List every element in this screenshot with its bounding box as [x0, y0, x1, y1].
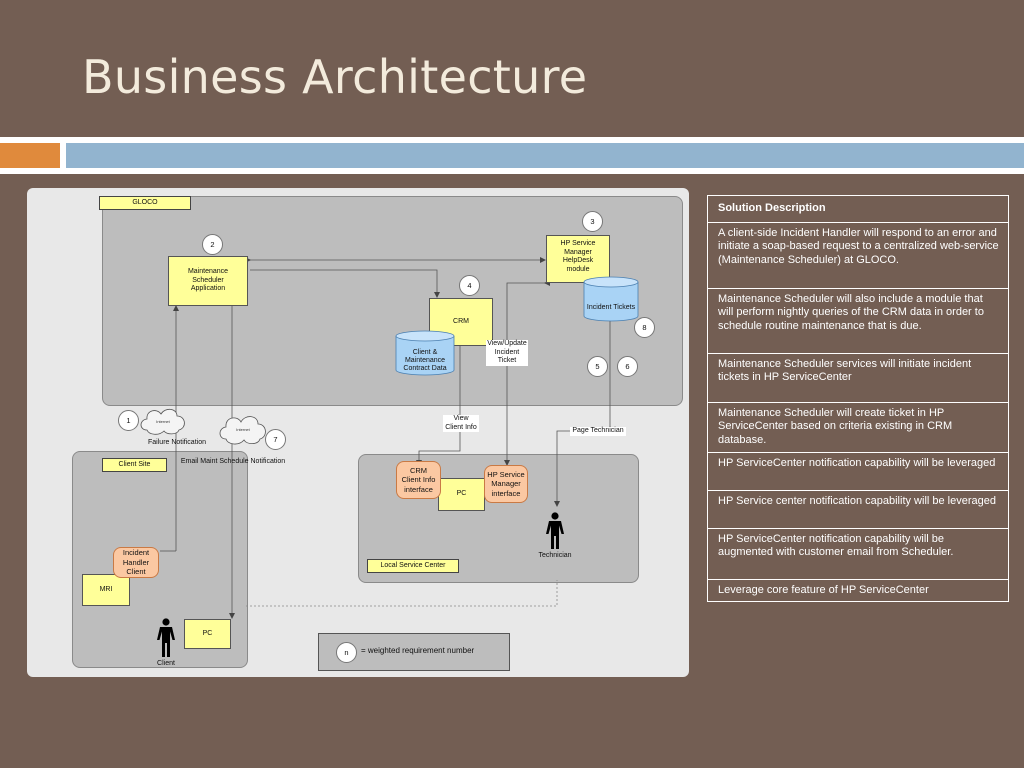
table-row: A client-side Incident Handler will resp… [707, 221, 1009, 289]
technician-icon [546, 512, 564, 549]
table-row: HP ServiceCenter notification capability… [707, 451, 1009, 491]
local-service-center-label: Local Service Center [367, 559, 459, 573]
legend-text: = weighted requirement number [361, 646, 475, 655]
requirement-number-7: 7 [265, 429, 286, 450]
pc-client-node: PC [184, 619, 231, 649]
table-cell: A client-side Incident Handler will resp… [707, 221, 1009, 289]
table-row: HP ServiceCenter notification capability… [707, 527, 1009, 580]
client-label: Client [157, 660, 175, 667]
incident-tickets-db-icon [583, 276, 639, 322]
client-maintenance-db-icon [395, 330, 455, 376]
table-header: Solution Description [707, 195, 1009, 223]
table-cell: HP Service center notification capabilit… [707, 489, 1009, 529]
gloco-label: GLOCO [99, 196, 191, 210]
solution-description-table: Solution Description A client-side Incid… [707, 195, 1009, 602]
requirement-number-6: 6 [617, 356, 638, 377]
client-person-icon [157, 618, 175, 657]
client-maintenance-db-label: Client & Maintenance Contract Data [403, 349, 447, 372]
hp-service-manager-node: HP Service Manager HelpDesk module [546, 235, 610, 283]
internet-cloud-icon-2: Internet [219, 416, 266, 445]
cloud-1-text: Internet [156, 419, 170, 424]
legend-symbol: n [336, 642, 357, 663]
requirement-number-2: 2 [202, 234, 223, 255]
table-cell: HP ServiceCenter notification capability… [707, 451, 1009, 491]
hp-service-manager-interface-node: HP Service Manager interface [484, 465, 528, 503]
incident-handler-client-node: Incident Handler Client [113, 547, 159, 578]
table-row: Leverage core feature of HP ServiceCente… [707, 578, 1009, 602]
maintenance-scheduler-node: Maintenance Scheduler Application [168, 256, 248, 306]
requirement-number-3: 3 [582, 211, 603, 232]
technician-label: Technician [538, 552, 572, 559]
table-row: HP Service center notification capabilit… [707, 489, 1009, 529]
legend: n = weighted requirement number [318, 633, 510, 671]
requirement-number-5: 5 [587, 356, 608, 377]
cloud-2-text: Internet [236, 427, 250, 432]
table-row: Maintenance Scheduler will also include … [707, 287, 1009, 354]
table-cell: HP ServiceCenter notification capability… [707, 527, 1009, 580]
crm-node: CRM [429, 298, 493, 346]
connector-lines [160, 257, 611, 619]
internet-cloud-icon-1: Internet [140, 408, 185, 435]
accent-bar-blue [66, 143, 1024, 168]
mri-node: MRI [82, 574, 130, 606]
table-cell: Leverage core feature of HP ServiceCente… [707, 578, 1009, 602]
slide-title: Business Architecture [82, 50, 588, 104]
view-client-info-label: View Client Info [443, 415, 479, 432]
failure-notification-label: Failure Notification [148, 439, 206, 446]
view-update-ticket-label: View/Update Incident Ticket [486, 340, 528, 366]
email-notification-label: Email Maint Schedule Notification [180, 458, 286, 465]
requirement-number-1: 1 [118, 410, 139, 431]
table-cell: Maintenance Scheduler will also include … [707, 287, 1009, 354]
table-cell: Maintenance Scheduler services will init… [707, 352, 1009, 403]
client-site-label: Client Site [102, 458, 167, 472]
table-cell: Maintenance Scheduler will create ticket… [707, 401, 1009, 453]
table-row: Maintenance Scheduler services will init… [707, 352, 1009, 403]
requirement-number-4: 4 [459, 275, 480, 296]
incident-tickets-db-label: Incident Tickets [586, 304, 636, 311]
page-technician-label: Page Technician [570, 427, 626, 436]
table-row: Maintenance Scheduler will create ticket… [707, 401, 1009, 453]
accent-bar-orange [0, 143, 60, 168]
crm-client-info-interface-node: CRM Client Info interface [396, 461, 441, 499]
pc-service-center-node: PC [438, 478, 485, 511]
requirement-number-8: 8 [634, 317, 655, 338]
architecture-diagram: GLOCO Client Site Local Service Center M… [27, 188, 689, 677]
